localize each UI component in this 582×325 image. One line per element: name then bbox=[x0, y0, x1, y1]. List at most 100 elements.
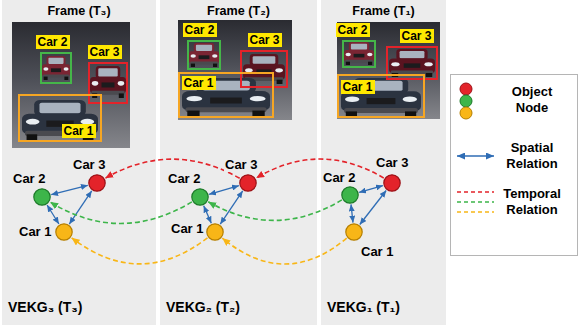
node-circle bbox=[191, 188, 209, 206]
graph-caption: VEKG₁ (T₁) bbox=[327, 299, 400, 315]
node-circle bbox=[33, 188, 51, 206]
car-label: Car 3 bbox=[248, 33, 282, 47]
object-node: Car 2 bbox=[191, 188, 209, 206]
car-picture bbox=[42, 56, 70, 80]
frame-heading: Frame (T₂) bbox=[160, 3, 317, 19]
bounding-box: Car 3 bbox=[88, 62, 128, 104]
temporal-relation bbox=[208, 200, 342, 221]
spatial-relation bbox=[220, 191, 242, 224]
car-picture bbox=[389, 49, 435, 77]
car-label: Car 3 bbox=[400, 29, 434, 43]
node-circle-shape bbox=[346, 224, 362, 240]
object-node: Car 3 bbox=[88, 174, 106, 192]
photo-ground bbox=[337, 22, 440, 119]
node-circle-shape bbox=[192, 189, 208, 205]
node-circle-shape bbox=[56, 224, 72, 240]
legend-node-sample bbox=[460, 83, 472, 95]
temporal-relation bbox=[256, 159, 384, 178]
frame-photo bbox=[178, 20, 292, 120]
spatial-relation bbox=[359, 186, 383, 193]
legend-temporal-sample bbox=[457, 201, 494, 203]
temporal-relation bbox=[222, 238, 346, 264]
node-label: Car 2 bbox=[12, 171, 47, 186]
node-label: Car 3 bbox=[375, 155, 410, 170]
graph-caption: VEKG₃ (T₃) bbox=[8, 299, 82, 315]
legend-node-sample bbox=[460, 107, 472, 119]
car-picture bbox=[22, 100, 98, 140]
car-label: Car 2 bbox=[336, 23, 370, 37]
bounding-box: Car 2 bbox=[187, 40, 221, 70]
legend-frame bbox=[451, 75, 578, 256]
car-label: Car 3 bbox=[88, 45, 122, 59]
object-node: Car 1 bbox=[345, 223, 363, 241]
node-label: Car 1 bbox=[170, 221, 205, 236]
node-circle bbox=[55, 223, 73, 241]
node-circle-shape bbox=[207, 224, 223, 240]
panel-ground bbox=[321, 0, 446, 325]
photo-ground bbox=[12, 22, 130, 148]
object-node: Car 3 bbox=[383, 174, 401, 192]
spatial-relation bbox=[360, 191, 386, 225]
car-picture bbox=[189, 43, 219, 67]
panel-ground bbox=[2, 0, 156, 325]
node-label: Car 3 bbox=[224, 157, 259, 172]
legend-temporal-sample bbox=[457, 211, 494, 213]
photo-ground bbox=[178, 20, 292, 120]
car-label: Car 1 bbox=[182, 76, 216, 90]
object-node: Car 2 bbox=[341, 186, 359, 204]
node-circle bbox=[383, 174, 401, 192]
spatial-relation bbox=[51, 185, 88, 194]
node-circle-shape bbox=[89, 175, 105, 191]
bounding-box: Car 1 bbox=[337, 74, 425, 118]
node-label: Car 2 bbox=[322, 170, 357, 185]
node-circle bbox=[206, 223, 224, 241]
frame-panel: Frame (T₁) VEKG₁ (T₁) Car 2 Car 3 Car 1 Car 3… bbox=[321, 0, 446, 325]
object-node: Car 1 bbox=[206, 223, 224, 241]
frame-photo bbox=[12, 22, 130, 148]
frame-heading: Frame (T₁) bbox=[321, 3, 446, 19]
car-label: Car 2 bbox=[36, 35, 70, 49]
legend-node-sample bbox=[460, 95, 472, 107]
car-picture bbox=[344, 42, 374, 65]
object-node: Car 2 bbox=[33, 188, 51, 206]
legend-text: Object Node bbox=[498, 84, 566, 116]
node-circle bbox=[341, 186, 359, 204]
car-label: Car 1 bbox=[62, 124, 96, 138]
spatial-relation bbox=[351, 204, 353, 222]
node-circle bbox=[88, 174, 106, 192]
legend-text: Spatial Relation bbox=[498, 140, 566, 172]
car-picture bbox=[341, 78, 421, 117]
node-label: Car 2 bbox=[167, 171, 202, 186]
panel-ground bbox=[160, 0, 317, 325]
graph-caption: VEKG₂ (T₂) bbox=[166, 299, 240, 315]
bounding-box: Car 1 bbox=[18, 94, 102, 142]
node-label: Car 1 bbox=[18, 224, 53, 239]
temporal-relation bbox=[72, 238, 208, 264]
object-node: Car 1 bbox=[55, 223, 73, 241]
bounding-box: Car 3 bbox=[240, 50, 288, 88]
legend-spatial-sample bbox=[457, 155, 494, 157]
bounding-box: Car 1 bbox=[178, 72, 274, 118]
legend-text: Temporal Relation bbox=[498, 186, 566, 218]
frame-heading: Frame (T₃) bbox=[2, 3, 156, 19]
node-circle bbox=[239, 174, 257, 192]
object-node: Car 3 bbox=[239, 174, 257, 192]
spatial-relation bbox=[209, 186, 239, 195]
car-label: Car 2 bbox=[183, 23, 217, 37]
bounding-box: Car 2 bbox=[40, 52, 72, 84]
bounding-box: Car 2 bbox=[342, 40, 376, 68]
frame-photo bbox=[337, 22, 440, 119]
node-circle bbox=[345, 223, 363, 241]
node-circle-shape bbox=[342, 187, 358, 203]
spatial-relation bbox=[204, 206, 212, 224]
node-label: Car 3 bbox=[72, 157, 107, 172]
car-label: Car 1 bbox=[341, 80, 375, 94]
node-circle-shape bbox=[240, 175, 256, 191]
legend-border bbox=[451, 75, 578, 256]
legend-temporal-sample bbox=[457, 191, 494, 193]
spatial-relation bbox=[47, 205, 59, 224]
node-label: Car 1 bbox=[360, 244, 395, 259]
frame-panel: Frame (T₂) VEKG₂ (T₂) Car 2 Car 3 Car 1 Car 3… bbox=[160, 0, 317, 325]
node-circle-shape bbox=[384, 175, 400, 191]
